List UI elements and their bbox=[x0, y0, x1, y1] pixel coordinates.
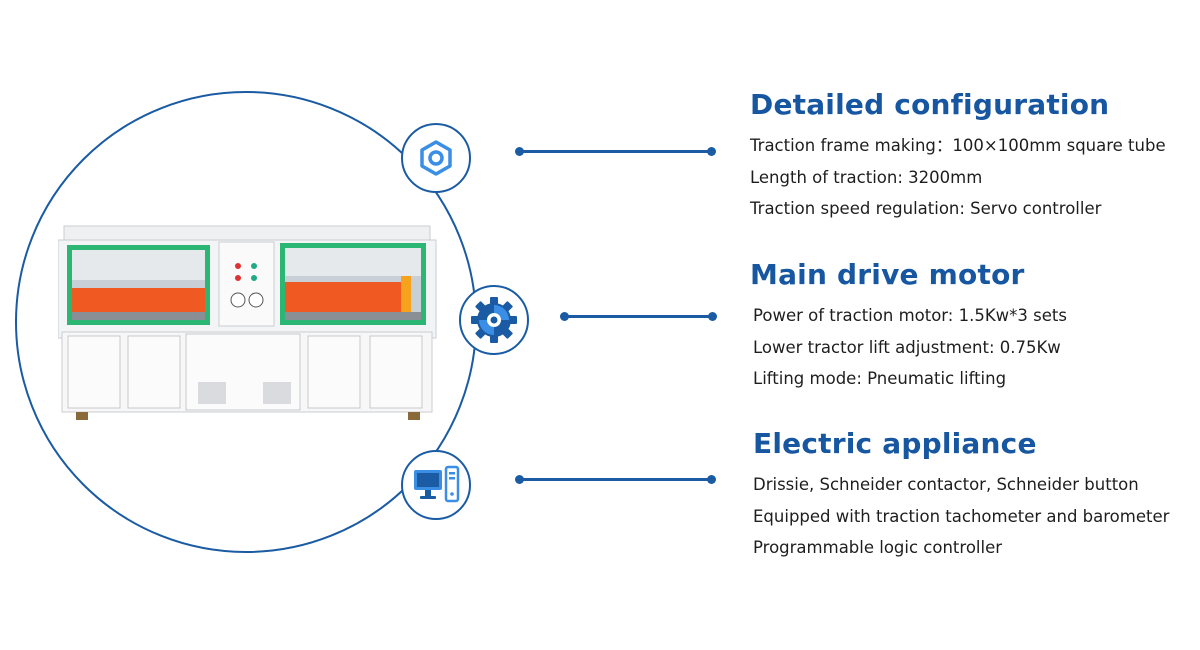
section-electric-appliance: Electric appliance Drissie, Schneider co… bbox=[750, 425, 1169, 564]
haul-off-machine-image bbox=[58, 225, 437, 420]
connector-line-3 bbox=[515, 475, 716, 484]
gear-icon-badge bbox=[459, 285, 529, 355]
spec-line: Equipped with traction tachometer and ba… bbox=[753, 506, 1170, 526]
connector-line-2 bbox=[560, 312, 717, 321]
spec-line: Lower tractor lift adjustment: 0.75Kw bbox=[753, 337, 1061, 357]
hex-nut-icon bbox=[420, 140, 452, 176]
computer-icon-badge bbox=[401, 450, 471, 520]
hex-nut-icon-badge bbox=[401, 123, 471, 193]
spec-line: Drissie, Schneider contactor, Schneider … bbox=[753, 475, 1139, 494]
spec-line: Programmable logic controller bbox=[753, 538, 1003, 557]
gear-icon bbox=[471, 297, 517, 343]
section-title: Main drive motor bbox=[750, 258, 1025, 291]
computer-icon bbox=[414, 465, 460, 503]
spec-line: Traction frame making：100×100mm square t… bbox=[750, 136, 1166, 155]
section-main-drive-motor: Main drive motor Power of traction motor… bbox=[750, 256, 1067, 395]
spec-line: Length of traction: 3200mm bbox=[750, 167, 983, 187]
spec-line: Lifting mode: Pneumatic lifting bbox=[753, 369, 1007, 388]
section-title: Electric appliance bbox=[753, 427, 1037, 460]
spec-line: Traction speed regulation: Servo control… bbox=[750, 199, 1102, 218]
connector-line-1 bbox=[515, 147, 716, 156]
section-title: Detailed configuration bbox=[750, 88, 1110, 121]
section-detailed-configuration: Detailed configuration Traction frame ma… bbox=[750, 86, 1166, 225]
spec-line: Power of traction motor: 1.5Kw*3 sets bbox=[753, 306, 1067, 325]
